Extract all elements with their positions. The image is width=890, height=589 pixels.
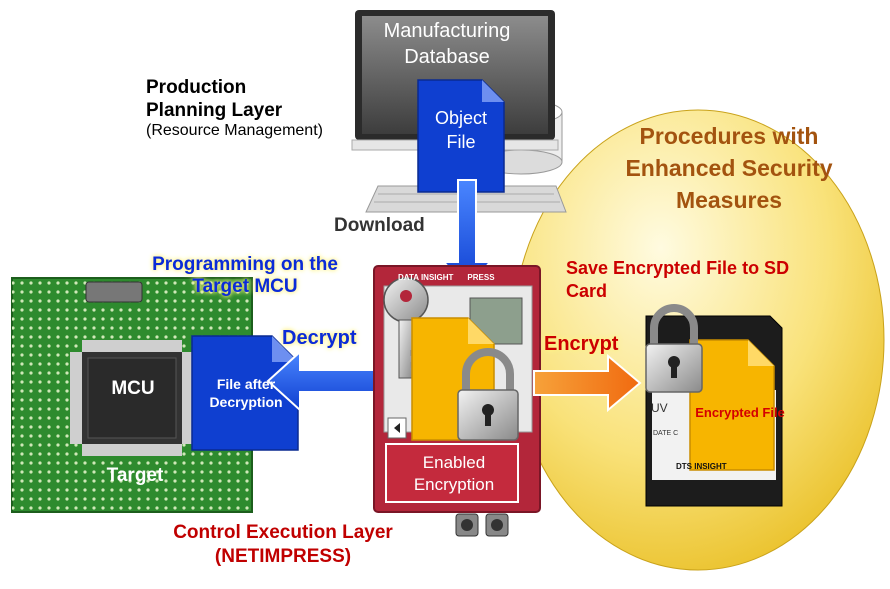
enabled-encryption-label: Enabled Encryption [413, 453, 495, 494]
resource-management-label: (Resource Management) [146, 122, 323, 139]
download-label: Download [334, 215, 425, 236]
programming-label: Programming on the Target MCU [152, 254, 338, 297]
sd-brand-label: DTS INSIGHT [676, 462, 727, 471]
encrypted-file-label: Encrypted File [695, 405, 785, 420]
control-execution-label: Control Execution Layer (NETIMPRESS) [173, 522, 393, 567]
manufacturing-database-label: Manufacturing Database [383, 20, 511, 68]
decrypt-arrow [266, 349, 385, 413]
save-encrypted-label: Save Encrypted File to SD Card [566, 258, 790, 301]
mcu-chip-label: MCU [111, 378, 155, 399]
encrypt-label: Encrypt [544, 333, 619, 355]
target-board [11, 277, 253, 513]
decrypt-label: Decrypt [282, 327, 357, 349]
sd-uv-label: UV [651, 401, 668, 415]
object-file-icon [417, 79, 505, 193]
encrypt-arrow [533, 353, 642, 413]
procedures-title: Procedures with Enhanced Security Measur… [625, 123, 833, 213]
device-lock-icon [457, 348, 519, 441]
production-planning-label: Production Planning Layer [146, 77, 283, 121]
sd-lock-icon [645, 304, 703, 393]
sd-date-label: DATE C [653, 430, 679, 437]
encrypted-file-icon [689, 339, 775, 471]
file-after-decryption-label: File after Decryption [209, 376, 283, 410]
key-icon [383, 277, 429, 379]
object-file-label: Object File [434, 108, 488, 152]
target-label: Target [106, 465, 164, 486]
